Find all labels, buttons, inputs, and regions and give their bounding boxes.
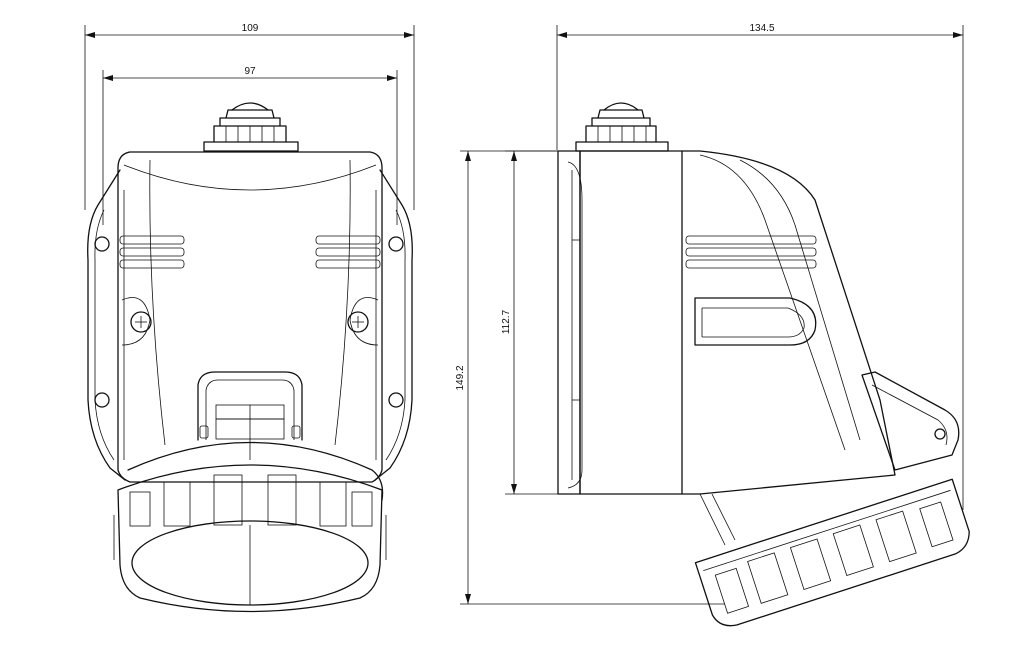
dimension-label-112-7: 112.7 bbox=[501, 309, 512, 334]
ventilation-ribs-left bbox=[119, 235, 185, 269]
screw-right bbox=[347, 297, 379, 346]
side-bayonet-ring bbox=[694, 478, 970, 627]
dimension-label-134-5: 134.5 bbox=[749, 23, 774, 34]
side-cable-gland bbox=[575, 102, 669, 152]
back-plate bbox=[557, 150, 583, 495]
cable-gland bbox=[203, 102, 299, 152]
lid-hinge bbox=[861, 371, 960, 471]
lid-latch bbox=[197, 371, 303, 460]
dimension-overall-depth: 134.5 bbox=[556, 23, 964, 510]
bayonet-ring bbox=[113, 441, 387, 613]
side-housing bbox=[579, 150, 896, 495]
front-view: 109 97 bbox=[84, 23, 415, 613]
dimension-overall-height: 149.2 bbox=[455, 150, 725, 605]
front-housing bbox=[117, 151, 383, 483]
dimension-label-97: 97 bbox=[244, 66, 256, 77]
side-slot bbox=[694, 297, 817, 346]
dimension-label-109: 109 bbox=[242, 23, 259, 34]
side-view: 134.5 149.2 112.7 bbox=[455, 23, 970, 627]
dimension-label-149-2: 149.2 bbox=[455, 365, 466, 390]
mounting-hole-bottom-right bbox=[388, 392, 404, 408]
ventilation-ribs-right bbox=[315, 235, 381, 269]
screw-left bbox=[121, 297, 152, 346]
side-ventilation-ribs bbox=[685, 235, 817, 269]
mounting-hole-top-left bbox=[94, 236, 110, 252]
mounting-hole-bottom-left bbox=[94, 392, 110, 408]
mounting-hole-top-right bbox=[388, 236, 404, 252]
dimension-body-height: 112.7 bbox=[501, 150, 570, 495]
dimension-inner-width: 97 bbox=[102, 66, 398, 225]
dimension-overall-width: 109 bbox=[84, 23, 415, 210]
mounting-flange bbox=[87, 169, 413, 481]
